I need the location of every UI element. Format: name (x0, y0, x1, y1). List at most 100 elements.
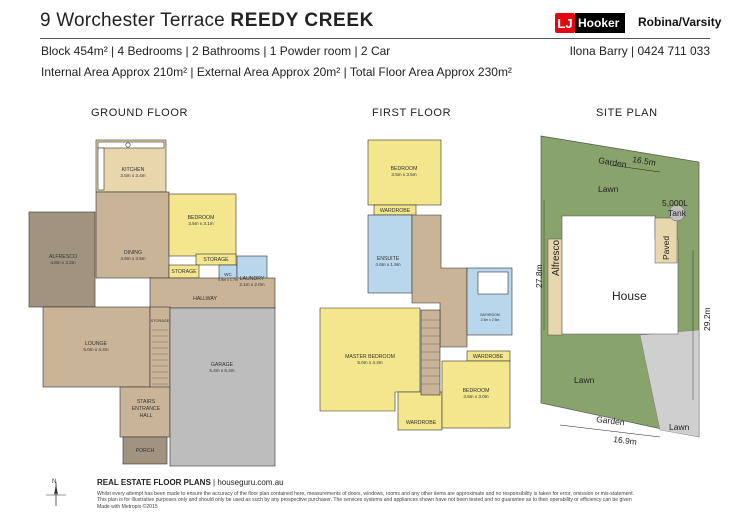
label-storage-stairs: STORAGE (151, 319, 170, 323)
room-bedroom-first-2 (441, 360, 511, 429)
label-hall: HALL (140, 413, 153, 419)
agency-logo-text: Hooker (575, 13, 626, 33)
site-plan (540, 135, 700, 438)
site-label-tank: Tank (668, 208, 687, 218)
label-wardrobe: WARDROBE (473, 354, 504, 360)
footer-site: houseguru.com.au (217, 478, 284, 487)
site-house (561, 215, 679, 335)
label-wardrobe: WARDROBE (406, 420, 437, 426)
disclaimer-line: Whilst every attempt has been made to en… (97, 491, 635, 497)
label-porch: PORCH (136, 448, 155, 454)
header-divider (40, 38, 710, 39)
label-alfresco-dim: 4.6m x 3.2m (50, 260, 75, 265)
label-bathroom: BATHROOM (480, 313, 500, 317)
kitchen-bench (97, 141, 165, 149)
label-bedroom-dim: 3.6m x 3.0m (463, 394, 488, 399)
label-stairs: STAIRS (137, 399, 156, 405)
site-label-dim-bottom: 16.9m (613, 434, 638, 447)
first-floor-labels: BEDROOM 3.5m x 3.5m WARDROBE ENSUITE 4.6… (345, 166, 504, 426)
room-porch (122, 436, 168, 465)
label-garage: GARAGE (211, 362, 234, 368)
room-landing (411, 214, 468, 348)
site-label-dim-top: 16.5m (632, 154, 657, 168)
label-kitchen-dim: 3.5m x 3.4m (120, 173, 145, 178)
ground-floor-plan (28, 139, 276, 467)
site-label-tank-volume: 5,000L (662, 198, 688, 208)
label-bedroom-dim: 3.5m x 3.1m (188, 221, 213, 226)
room-ensuite (367, 214, 413, 294)
label-storage: STORAGE (171, 269, 197, 275)
label-entrance: ENTRANCE (132, 406, 161, 412)
dim-line-top (609, 164, 661, 173)
stairs (420, 309, 441, 396)
site-plan-title: SITE PLAN (596, 107, 658, 119)
label-ensuite-dim: 4.6m x 1.9m (375, 262, 400, 267)
first-floor-title: FIRST FLOOR (372, 107, 452, 119)
site-label-alfresco: Alfresco (551, 239, 562, 276)
room-dining (95, 191, 170, 279)
label-laundry: LAUNDRY (240, 276, 265, 282)
label-bedroom: BEDROOM (463, 388, 490, 394)
property-areas: Internal Area Approx 210m² | External Ar… (41, 65, 512, 79)
property-title: 9 Worchester Terrace REEDY CREEK (40, 10, 374, 32)
room-wardrobe (397, 391, 443, 431)
agency-logo: LJ Hooker (555, 12, 626, 34)
disclaimer-line: This plan is for illustrative purposes o… (97, 497, 632, 504)
site-label-paved: Paved (661, 236, 671, 260)
label-wc-dim: 0.9m x 1.7m (218, 278, 238, 282)
site-plan-labels: Garden 16.5m Lawn 5,000L Tank Paved Alfr… (534, 154, 712, 447)
site-label-dim-right: 29.2m (702, 307, 712, 331)
label-dining: DINING (124, 250, 142, 256)
sink-icon (125, 142, 131, 148)
agent-contact: Ilona Barry | 0424 711 033 (569, 44, 710, 58)
room-storage (195, 253, 237, 266)
label-laundry-dim: 2.1m x 2.0m (239, 282, 264, 287)
site-label-dim-left: 27.8m (534, 264, 544, 288)
site-label-lawn: Lawn (669, 422, 690, 432)
footer-brand-name: REAL ESTATE FLOOR PLANS (97, 478, 211, 487)
label-bedroom: BEDROOM (391, 166, 418, 172)
room-lounge (42, 306, 151, 388)
site-label-lawn: Lawn (598, 184, 619, 194)
site-label-house: House (612, 289, 647, 303)
label-wardrobe: WARDROBE (380, 208, 411, 214)
dim-line-bottom (559, 424, 661, 438)
label-bedroom: BEDROOM (188, 215, 215, 221)
label-garage-dim: 5.4m x 5.4m (209, 368, 234, 373)
room-garage (169, 307, 276, 467)
label-bedroom-dim: 3.5m x 3.5m (391, 172, 416, 177)
label-ensuite: ENSUITE (377, 256, 400, 262)
label-alfresco: ALFRESCO (49, 254, 77, 260)
site-label-garden-bottom: Garden (596, 414, 626, 427)
site-label-lawn: Lawn (574, 375, 595, 385)
site-label-garden-top: Garden (598, 155, 628, 169)
room-master-bedroom (319, 307, 421, 412)
compass-north: N (52, 479, 56, 485)
ground-floor-title: GROUND FLOOR (91, 107, 189, 119)
property-specs: Block 454m² | 4 Bedrooms | 2 Bathrooms |… (41, 44, 391, 58)
footer-brand: REAL ESTATE FLOOR PLANS | houseguru.com.… (97, 478, 284, 487)
label-hallway: HALLWAY (193, 296, 217, 302)
site-driveway (639, 329, 700, 438)
property-suburb: REEDY CREEK (230, 10, 374, 31)
label-kitchen: KITCHEN (122, 167, 145, 173)
room-entrance-hall (119, 386, 171, 438)
label-storage: STORAGE (203, 257, 229, 263)
first-floor-plan (319, 139, 513, 431)
kitchen-bench (97, 147, 105, 191)
label-wc: WC (224, 272, 232, 277)
label-master-bedroom: MASTER BEDROOM (345, 354, 395, 360)
label-bathroom-dim: 2.5m x 2.5m (481, 318, 500, 322)
compass-icon: N (46, 479, 66, 506)
ground-floor-labels: KITCHEN 3.5m x 3.4m BEDROOM 3.5m x 3.1m … (49, 167, 265, 454)
site-paved (654, 217, 678, 264)
agency-office: Robina/Varsity (638, 15, 722, 29)
property-address: 9 Worchester Terrace (40, 10, 225, 31)
disclaimer-line: Made with Metropix ©2015 (97, 503, 158, 510)
label-lounge: LOUNGE (85, 341, 107, 347)
label-lounge-dim: 5.0m x 4.4m (83, 347, 108, 352)
room-bedroom-ground (168, 193, 237, 257)
agency-logo-mark: LJ (555, 13, 575, 33)
label-dining-dim: 4.6m x 3.5m (120, 256, 145, 261)
